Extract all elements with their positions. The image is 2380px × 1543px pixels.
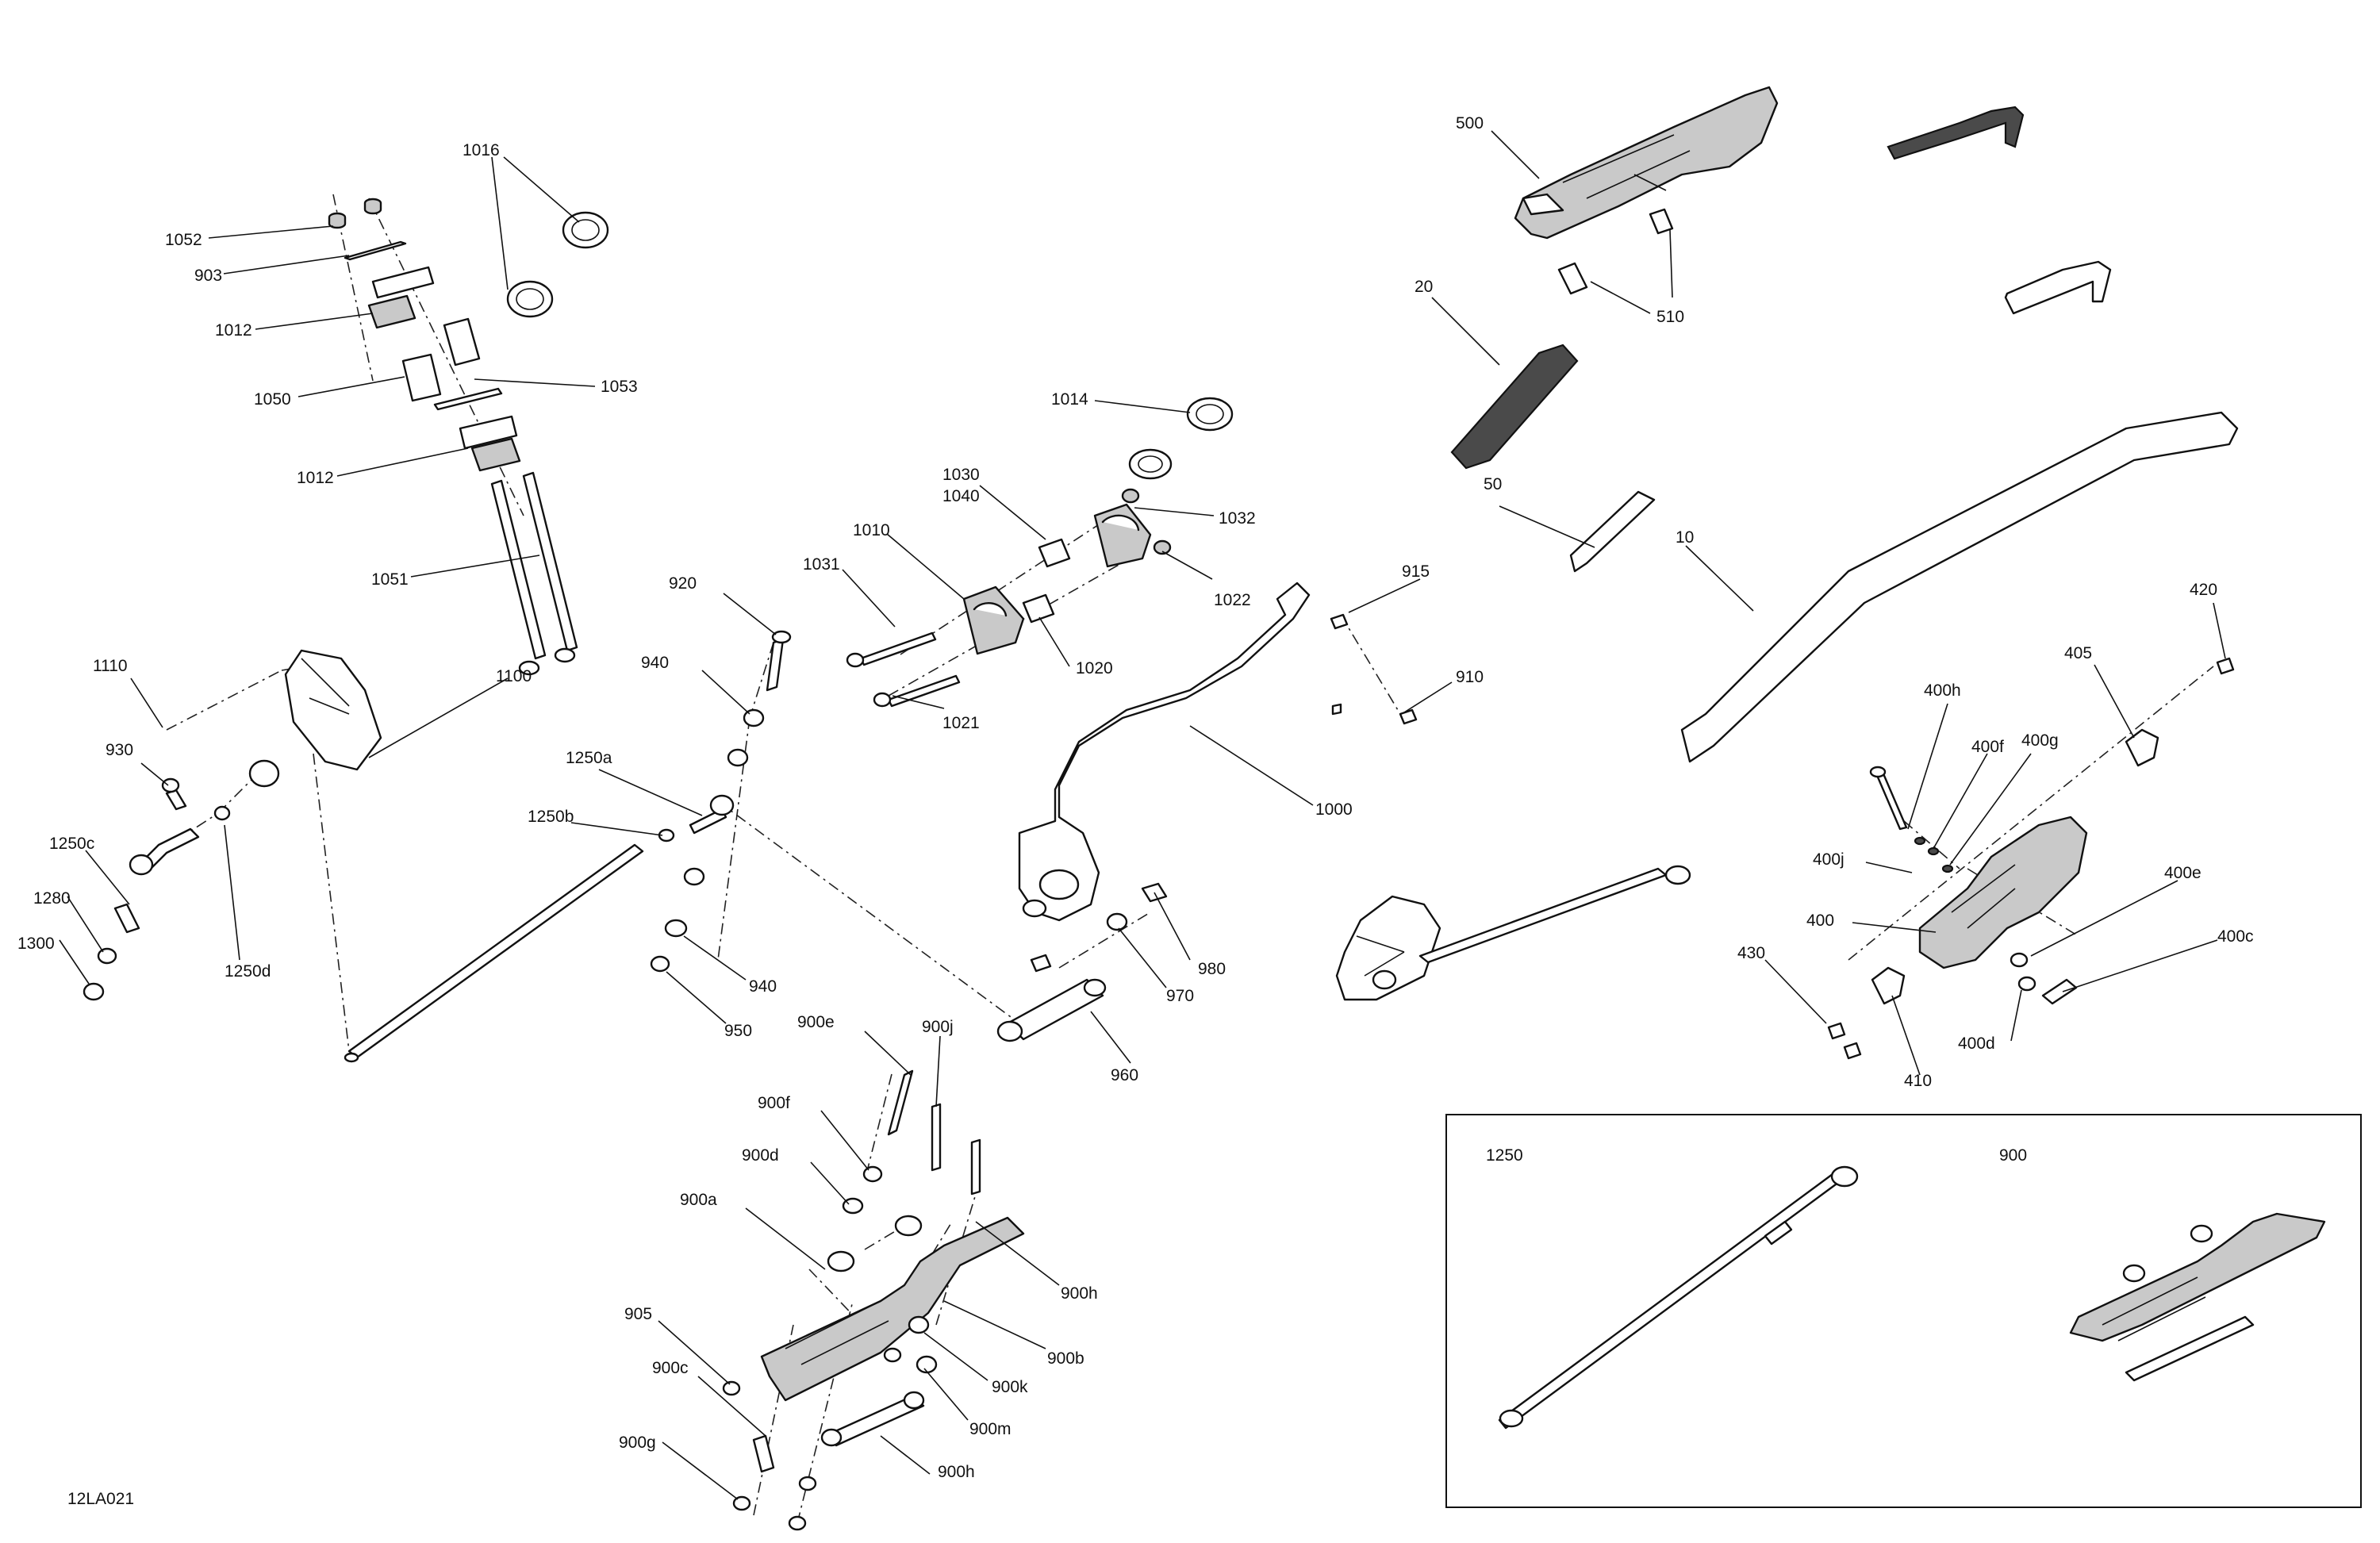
label-430: 430: [1737, 944, 1765, 962]
label-1250-inset: 1250: [1486, 1146, 1523, 1165]
label-1032: 1032: [1219, 509, 1256, 528]
label-1021: 1021: [942, 714, 980, 732]
top-clamp-group: [328, 198, 609, 676]
label-905: 905: [624, 1305, 652, 1323]
label-1031: 1031: [803, 555, 840, 574]
leader-lines: [59, 130, 2226, 1500]
callout-labels: 1016 1052 903 1012 1050 1053 1012 1051 5…: [17, 114, 2254, 1508]
label-400: 400: [1806, 912, 1834, 930]
label-940-upper: 940: [641, 654, 669, 672]
label-1280: 1280: [33, 889, 71, 908]
label-410: 410: [1904, 1072, 1932, 1090]
label-400e: 400e: [2164, 864, 2202, 882]
label-400g: 400g: [2021, 731, 2059, 750]
label-900a: 900a: [680, 1191, 717, 1209]
steering-column-1000: [1018, 582, 1311, 973]
label-903: 903: [194, 267, 222, 285]
assembly-axes: [138, 194, 2214, 1524]
label-1250d: 1250d: [225, 962, 271, 981]
label-950: 950: [724, 1022, 752, 1040]
label-900j: 900j: [922, 1018, 954, 1036]
label-900d: 900d: [742, 1146, 779, 1165]
label-1000: 1000: [1315, 800, 1353, 819]
label-1012-lower: 1012: [297, 469, 334, 487]
label-980: 980: [1198, 960, 1226, 978]
right-assembly: [1335, 657, 2235, 1060]
label-930: 930: [106, 741, 133, 759]
label-1040: 1040: [942, 487, 980, 505]
label-1014: 1014: [1051, 390, 1088, 409]
label-900h-upper: 900h: [1061, 1284, 1098, 1303]
label-500: 500: [1456, 114, 1484, 132]
label-1051: 1051: [371, 570, 409, 589]
center-clamp-group: [846, 397, 1234, 708]
label-1030: 1030: [942, 466, 980, 484]
inset-box: [1445, 1114, 2362, 1508]
label-915: 915: [1402, 562, 1430, 581]
label-1250a: 1250a: [566, 749, 612, 767]
label-1016: 1016: [463, 141, 500, 159]
label-50: 50: [1484, 475, 1502, 493]
label-405: 405: [2064, 644, 2092, 662]
label-900h-lower: 900h: [938, 1463, 975, 1481]
label-1022: 1022: [1214, 591, 1251, 609]
diagram-code: 12LA021: [67, 1490, 134, 1508]
label-400j: 400j: [1813, 850, 1844, 869]
label-1250c: 1250c: [49, 835, 94, 853]
label-510: 510: [1656, 308, 1684, 326]
label-20: 20: [1415, 278, 1433, 296]
label-900f: 900f: [758, 1094, 790, 1112]
label-900b: 900b: [1047, 1349, 1084, 1368]
label-900m: 900m: [969, 1420, 1012, 1438]
label-900e: 900e: [797, 1013, 835, 1031]
label-1052: 1052: [165, 231, 202, 249]
label-1020: 1020: [1076, 659, 1113, 677]
label-400d: 400d: [1958, 1034, 1995, 1053]
label-900g: 900g: [619, 1434, 656, 1452]
bracket-900: [722, 1069, 1025, 1531]
label-960: 960: [1111, 1066, 1138, 1084]
label-1100: 1100: [496, 667, 532, 685]
label-900k: 900k: [992, 1378, 1028, 1396]
label-1053: 1053: [601, 378, 638, 396]
label-920: 920: [669, 574, 697, 593]
cover-1100: [83, 649, 644, 1063]
label-910: 910: [1456, 668, 1484, 686]
label-1012-upper: 1012: [215, 321, 252, 340]
label-940-lower: 940: [749, 977, 777, 996]
label-900c: 900c: [652, 1359, 689, 1377]
label-420: 420: [2190, 581, 2217, 599]
label-900-inset: 900: [1999, 1146, 2027, 1165]
label-10: 10: [1676, 528, 1694, 547]
link-group: [650, 630, 1342, 1042]
label-400c: 400c: [2217, 927, 2254, 946]
label-400h: 400h: [1924, 681, 1961, 700]
label-970: 970: [1166, 987, 1194, 1005]
label-1050: 1050: [254, 390, 291, 409]
grip-group: [1330, 86, 2239, 763]
label-400f: 400f: [1971, 738, 2004, 756]
label-1300: 1300: [17, 935, 55, 953]
label-1110: 1110: [93, 657, 128, 675]
label-1250b: 1250b: [528, 808, 574, 826]
label-1010: 1010: [853, 521, 890, 539]
